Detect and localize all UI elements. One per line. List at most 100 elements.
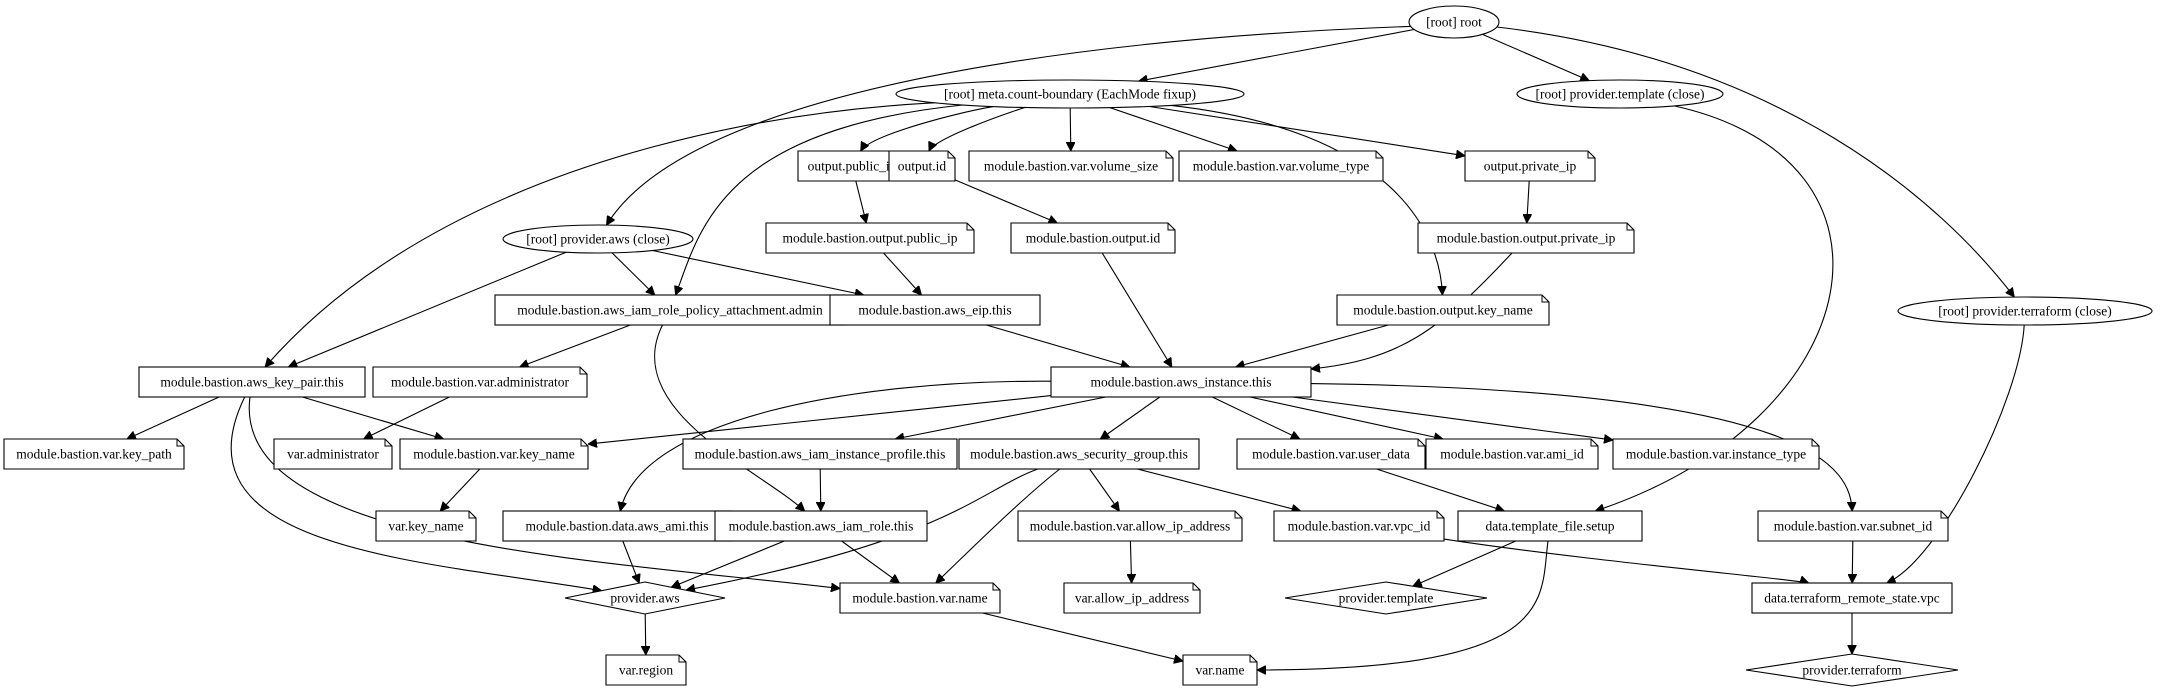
edge-instance-to-mvar-key-name — [588, 395, 1052, 445]
edge-provider-aws-to-var-region — [645, 613, 646, 655]
node-label: data.template_file.setup — [1486, 519, 1615, 534]
edge-tpl-setup-to-var-name — [1257, 540, 1549, 670]
edge-mout-public-ip-to-eip — [883, 252, 922, 295]
node-eip: module.bastion.aws_eip.this — [829, 294, 1041, 326]
node-label: output.private_ip — [1484, 159, 1577, 174]
node-label: module.bastion.var.administrator — [391, 375, 570, 390]
node-label: module.bastion.var.key_name — [413, 447, 575, 462]
edge-out-private-ip-to-mout-private-ip — [1527, 180, 1529, 223]
node-policy-attach: module.bastion.aws_iam_role_policy_attac… — [494, 294, 846, 326]
node-mout-key-name: module.bastion.output.key_name — [1336, 294, 1550, 326]
node-mvar-ami-id: module.bastion.var.ami_id — [1425, 438, 1599, 470]
edge-instance-to-inst-profile — [895, 396, 1106, 439]
edge-mout-id-to-instance — [1101, 252, 1172, 367]
edge-sec-group-to-provider-aws — [686, 468, 1038, 590]
node-label: module.bastion.var.vpc_id — [1288, 519, 1431, 534]
node-out-id: output.id — [888, 150, 956, 182]
edge-key-pair-to-provider-aws — [230, 396, 601, 591]
edge-out-id-to-mout-id — [954, 179, 1057, 223]
edge-iam-role-to-provider-aws — [671, 540, 785, 587]
node-label: output.public_ip — [808, 159, 897, 174]
node-var-volume-type: module.bastion.var.volume_type — [1178, 150, 1384, 182]
node-out-private-ip: output.private_ip — [1464, 150, 1596, 182]
node-label: [root] root — [1426, 15, 1482, 30]
edge-instance-to-ami — [620, 380, 1052, 511]
node-out-public-ip: output.public_ip — [797, 150, 907, 182]
node-label: provider.template — [1339, 591, 1434, 606]
node-label: module.bastion.var.ami_id — [1440, 447, 1584, 462]
edge-policy-attach-to-iam-role — [654, 324, 805, 511]
node-label: var.allow_ip_address — [1075, 591, 1189, 606]
edge-paws-close-to-policy-attach — [611, 252, 655, 295]
edge-mvar-user-data-to-tpl-setup — [1376, 468, 1505, 511]
edge-iam-role-to-mvar-name — [841, 540, 900, 583]
node-label: module.bastion.aws_iam_instance_profile.… — [695, 447, 946, 462]
edge-mvar-vpc-id-to-remote-state — [1443, 538, 1809, 583]
node-mvar-instance-type: module.bastion.var.instance_type — [1612, 438, 1820, 470]
edge-eip-to-instance — [986, 324, 1130, 367]
graph-edges — [127, 25, 2025, 670]
node-label: var.name — [1195, 663, 1244, 678]
edge-paws-close-to-eip — [652, 249, 864, 296]
node-label: data.terraform_remote_state.vpc — [1764, 591, 1939, 606]
node-paws-close: [root] provider.aws (close) — [502, 224, 694, 254]
node-label: provider.aws — [610, 591, 679, 606]
edge-root-to-ptemplate-close — [1482, 33, 1590, 80]
node-label: [root] provider.aws (close) — [526, 232, 670, 247]
edge-sec-group-to-mvar-name — [936, 468, 1061, 583]
node-label: module.bastion.output.private_ip — [1437, 231, 1616, 246]
edge-instance-to-mvar-subnet-id — [1310, 383, 1852, 511]
edge-meta-to-mout-key-name — [1171, 104, 1442, 295]
edge-meta-to-out-private-ip — [1149, 105, 1466, 156]
node-instance: module.bastion.aws_instance.this — [1050, 366, 1312, 398]
node-mvar-subnet-id: module.bastion.var.subnet_id — [1757, 510, 1949, 542]
node-label: output.id — [898, 159, 947, 174]
node-mvar-key-name: module.bastion.var.key_name — [399, 438, 589, 470]
edge-meta-to-policy-attach — [676, 104, 963, 295]
node-provider-template: provider.template — [1284, 581, 1488, 615]
node-iam-role: module.bastion.aws_iam_role.this — [714, 510, 928, 542]
edge-sec-group-to-mvar-vpc-id — [1137, 468, 1300, 511]
node-var-admin: var.administrator — [273, 438, 393, 470]
edge-mout-private-ip-to-instance — [1311, 252, 1513, 369]
node-root: [root] root — [1408, 5, 1500, 39]
node-var-volume-size: module.bastion.var.volume_size — [968, 150, 1174, 182]
edge-meta-to-var-volume-size — [1070, 107, 1071, 151]
node-mvar-vpc-id: module.bastion.var.vpc_id — [1273, 510, 1445, 542]
node-inst-profile: module.bastion.aws_iam_instance_profile.… — [682, 438, 958, 470]
edge-meta-to-key-pair — [265, 102, 935, 367]
edge-key-pair-to-mvar-name — [248, 396, 840, 589]
node-mout-private-ip: module.bastion.output.private_ip — [1417, 222, 1635, 254]
edge-root-to-pterraform-close — [1496, 26, 2015, 297]
node-label: var.administrator — [287, 447, 379, 462]
node-label: module.bastion.aws_instance.this — [1090, 375, 1271, 390]
node-mvar-key-path: module.bastion.var.key_path — [3, 438, 185, 470]
node-tpl-setup: data.template_file.setup — [1457, 510, 1643, 542]
node-var-allow-ip: var.allow_ip_address — [1063, 582, 1201, 614]
edge-instance-to-sec-group — [1100, 396, 1161, 439]
edge-mvar-name-to-var-name — [982, 612, 1184, 661]
edge-tpl-setup-to-provider-template — [1413, 540, 1517, 586]
node-ptemplate-close: [root] provider.template (close) — [1516, 79, 1724, 109]
edge-meta-to-var-volume-type — [1109, 107, 1237, 151]
node-label: [root] meta.count-boundary (EachMode fix… — [944, 87, 1196, 102]
node-label: module.bastion.aws_iam_role.this — [729, 519, 914, 534]
edge-key-pair-to-mvar-key-path — [127, 396, 220, 439]
node-label: module.bastion.output.public_ip — [782, 231, 957, 246]
node-label: module.bastion.var.name — [852, 591, 987, 606]
node-var-name: var.name — [1182, 654, 1258, 686]
node-mvar-name: module.bastion.var.name — [839, 582, 1001, 614]
node-label: module.bastion.var.volume_type — [1193, 159, 1370, 174]
node-meta: [root] meta.count-boundary (EachMode fix… — [895, 79, 1245, 109]
edge-mvar-admin-to-var-admin — [364, 396, 450, 439]
node-label: module.bastion.aws_eip.this — [858, 303, 1011, 318]
node-key-pair: module.bastion.aws_key_pair.this — [138, 366, 366, 398]
node-mvar-user-data: module.bastion.var.user_data — [1236, 438, 1426, 470]
node-sec-group: module.bastion.aws_security_group.this — [958, 438, 1200, 470]
node-remote-state: data.terraform_remote_state.vpc — [1751, 582, 1953, 614]
edge-meta-to-out-public-ip — [861, 106, 994, 151]
node-ami: module.bastion.data.aws_ami.this — [502, 510, 732, 542]
edge-ami-to-provider-aws — [622, 540, 639, 583]
node-var-region: var.region — [605, 654, 687, 686]
